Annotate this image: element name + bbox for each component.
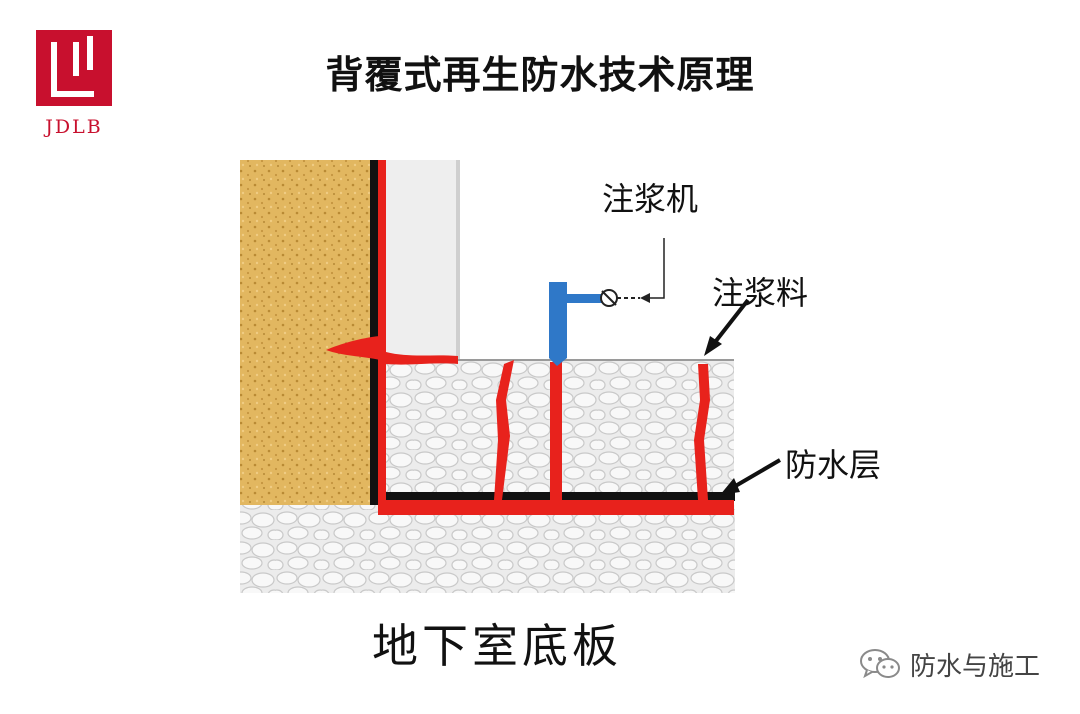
grout-crack-2: [550, 362, 562, 500]
grout-arrow-line: [710, 298, 750, 348]
grout-machine-pointer: [650, 238, 665, 299]
wall-face: [456, 160, 460, 360]
membrane-arrow-line: [730, 458, 782, 490]
label-basement-floor: 地下室底板: [372, 619, 622, 673]
grout-crack-1: [494, 360, 514, 500]
injector-nozzle: [549, 282, 567, 366]
soil-backfill: [240, 160, 370, 505]
wall-concrete: [382, 160, 458, 360]
grout-slab-seam: [386, 352, 458, 365]
grout-vertical: [378, 160, 386, 505]
watermark-text: 防水与施工: [910, 651, 1041, 682]
label-grout-material: 注浆料: [712, 274, 809, 312]
subgrade-gravel: [240, 505, 735, 593]
jdlb-logo-mark: [36, 30, 112, 106]
injector-arm: [564, 294, 604, 303]
label-waterproof-layer: 防水层: [785, 446, 882, 484]
label-grout-machine: 注浆机: [602, 180, 699, 218]
grout-horizontal: [378, 500, 734, 515]
wechat-icon: [860, 649, 900, 679]
logo-text: JDLB: [45, 116, 103, 138]
membrane-vertical: [370, 160, 380, 505]
membrane-arrow-head: [720, 478, 740, 495]
grout-soil-leak: [326, 336, 380, 360]
grout-arrow-head: [704, 336, 722, 356]
jdlb-logo: JDLB: [32, 24, 116, 144]
grout-crack-3: [694, 364, 710, 500]
page-title: 背覆式再生防水技术原理: [325, 53, 755, 97]
watermark: 防水与施工: [858, 644, 1040, 684]
